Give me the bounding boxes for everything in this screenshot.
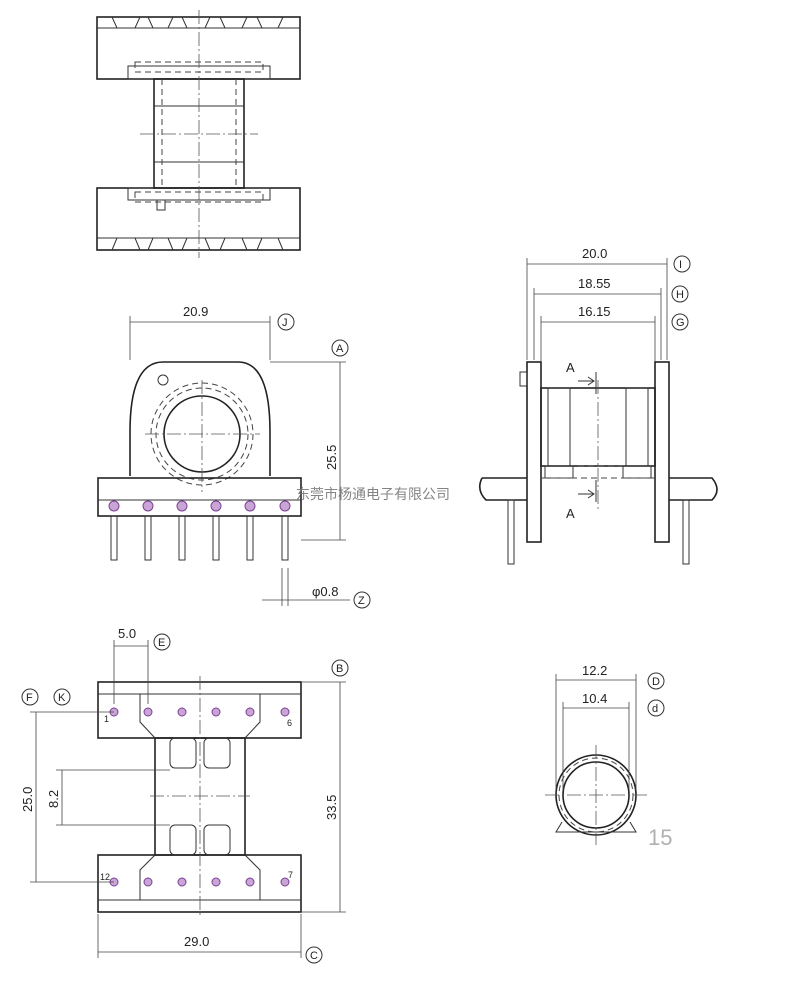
ref-B: B: [336, 663, 343, 675]
pin-number-7: 7: [288, 870, 293, 880]
dim-row-spacing: 25.0: [20, 787, 35, 812]
section-mark-bottom: A: [566, 506, 575, 521]
pin-number-6: 6: [287, 718, 292, 728]
dim-core-outer: 12.2: [582, 663, 607, 678]
ref-Z: Z: [358, 595, 365, 607]
dim-overall-length: 33.5: [324, 795, 339, 820]
ref-d: d: [652, 703, 658, 715]
ref-H: H: [676, 289, 684, 301]
dim-side-inner: 16.15: [578, 304, 611, 319]
pin-number-12: 12: [100, 872, 110, 882]
ref-A: A: [336, 343, 344, 355]
pin-number-1: 1: [104, 714, 109, 724]
ref-E: E: [158, 637, 165, 649]
section-mark-top: A: [566, 360, 575, 375]
ref-D: D: [652, 676, 660, 688]
bottom-flange-upper: [97, 681, 302, 739]
dim-side-mid: 18.55: [578, 276, 611, 291]
side-base: [478, 477, 718, 501]
ref-F: F: [26, 692, 33, 704]
page-number: 15: [648, 825, 672, 850]
dim-core-inner: 10.4: [582, 691, 607, 706]
front-base: [97, 477, 302, 517]
side-view: A A 20.0 I 18.55 H 16.15 G: [478, 246, 718, 565]
ref-C: C: [310, 950, 318, 962]
dim-front-height: 25.5: [324, 445, 339, 470]
dim-front-width: 20.9: [183, 304, 208, 319]
ref-G: G: [676, 317, 685, 329]
side-flange-right: [654, 361, 670, 543]
dim-pin-pitch: 5.0: [118, 626, 136, 641]
front-body: [129, 361, 271, 476]
side-flange-left: [526, 361, 542, 543]
top-view: [96, 10, 301, 258]
ref-K: K: [58, 692, 66, 704]
core-view: 12.2 D 10.4 d: [545, 663, 665, 845]
bottom-flange-lower: [97, 854, 302, 913]
ref-I: I: [679, 259, 682, 271]
front-view: 20.9 J 25.5 A φ0.8 Z: [97, 304, 371, 609]
dim-overall-width: 29.0: [184, 934, 209, 949]
dim-pin-diameter: φ0.8: [312, 584, 339, 599]
bottom-view: 1 6 12 7 5.0 E F K 25.0 8.2 33.5 B: [20, 626, 349, 964]
dim-side-outer: 20.0: [582, 246, 607, 261]
ref-J: J: [282, 317, 288, 329]
bottom-pins: [109, 707, 290, 887]
front-pins: [108, 500, 291, 561]
dim-window-width: 8.2: [46, 790, 61, 808]
watermark: 东莞市杨通电子有限公司: [296, 486, 450, 503]
